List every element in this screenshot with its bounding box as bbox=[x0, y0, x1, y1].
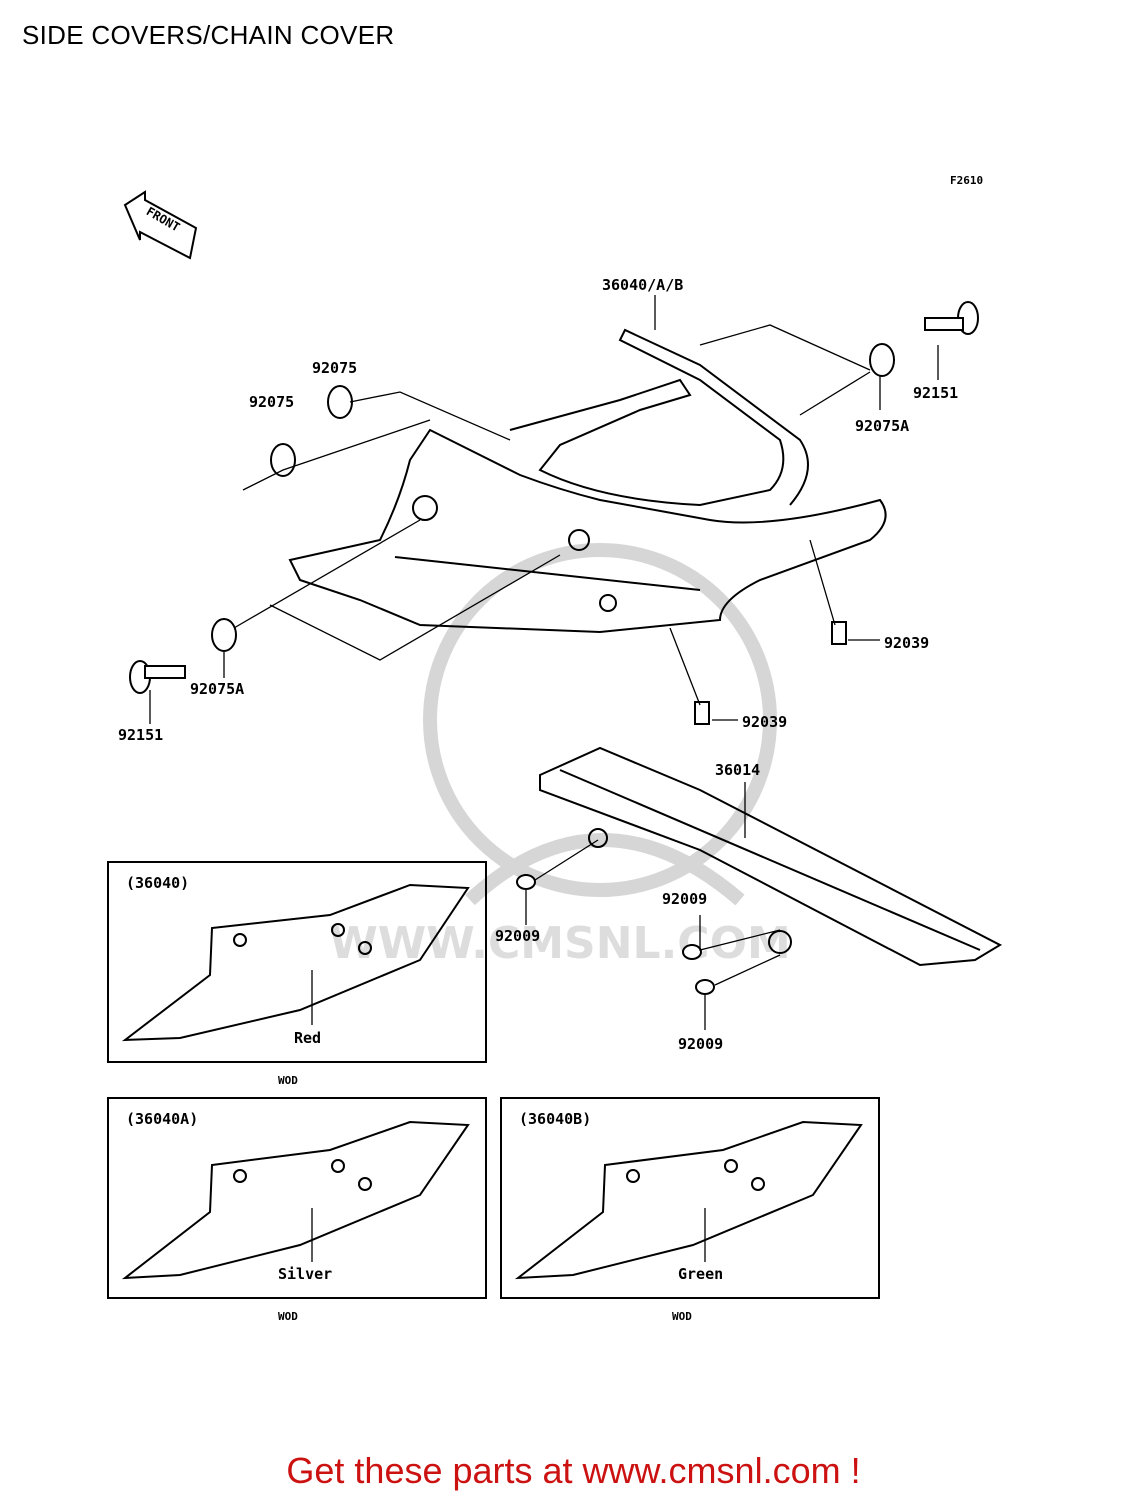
fig-code: F2610 bbox=[950, 174, 983, 187]
page-title: SIDE COVERS/CHAIN COVER bbox=[22, 20, 395, 50]
label-36014: 36014 bbox=[715, 761, 760, 779]
variant-color: Green bbox=[678, 1265, 723, 1283]
watermark-text: WWW.CMSNL.COM bbox=[329, 918, 791, 969]
promo-link[interactable]: Get these parts at www.cmsnl.com ! bbox=[286, 1450, 861, 1491]
variant-code: (36040A) bbox=[126, 1110, 198, 1128]
leader-lines bbox=[149, 295, 939, 1030]
front-arrow-icon: FRONT bbox=[123, 190, 198, 260]
label-92039-b: 92039 bbox=[742, 713, 787, 731]
variant-note: WOD bbox=[278, 1310, 298, 1323]
label-92075-a: 92075 bbox=[312, 359, 357, 377]
label-92151-right: 92151 bbox=[913, 384, 958, 402]
label-92075A-left: 92075A bbox=[190, 680, 244, 698]
variant-note: WOD bbox=[672, 1310, 692, 1323]
chain-cover-36014 bbox=[539, 746, 1003, 967]
label-92039-a: 92039 bbox=[884, 634, 929, 652]
label-92075A-right: 92075A bbox=[855, 417, 909, 435]
variant-code: (36040) bbox=[126, 874, 189, 892]
label-36040ab: 36040/A/B bbox=[602, 276, 683, 294]
variant-color: Silver bbox=[278, 1265, 332, 1283]
label-92151-left: 92151 bbox=[118, 726, 163, 744]
watermark bbox=[423, 543, 777, 906]
label-92075-b: 92075 bbox=[249, 393, 294, 411]
fastener-parts bbox=[129, 301, 979, 995]
side-cover-36040 bbox=[288, 328, 887, 634]
label-92009-a: 92009 bbox=[495, 927, 540, 945]
parts-diagram: WWW.CMSNL.COM F2610 FRONT bbox=[107, 174, 1003, 1323]
variant-box-36040A: (36040A) Silver WOD bbox=[107, 1097, 487, 1323]
variant-box-36040: (36040) Red WOD bbox=[107, 861, 487, 1087]
variant-box-36040B: (36040B) Green WOD bbox=[500, 1097, 880, 1323]
variant-code: (36040B) bbox=[519, 1110, 591, 1128]
label-92009-b: 92009 bbox=[662, 890, 707, 908]
variant-note: WOD bbox=[278, 1074, 298, 1087]
label-92009-c: 92009 bbox=[678, 1035, 723, 1053]
variant-color: Red bbox=[294, 1029, 321, 1047]
